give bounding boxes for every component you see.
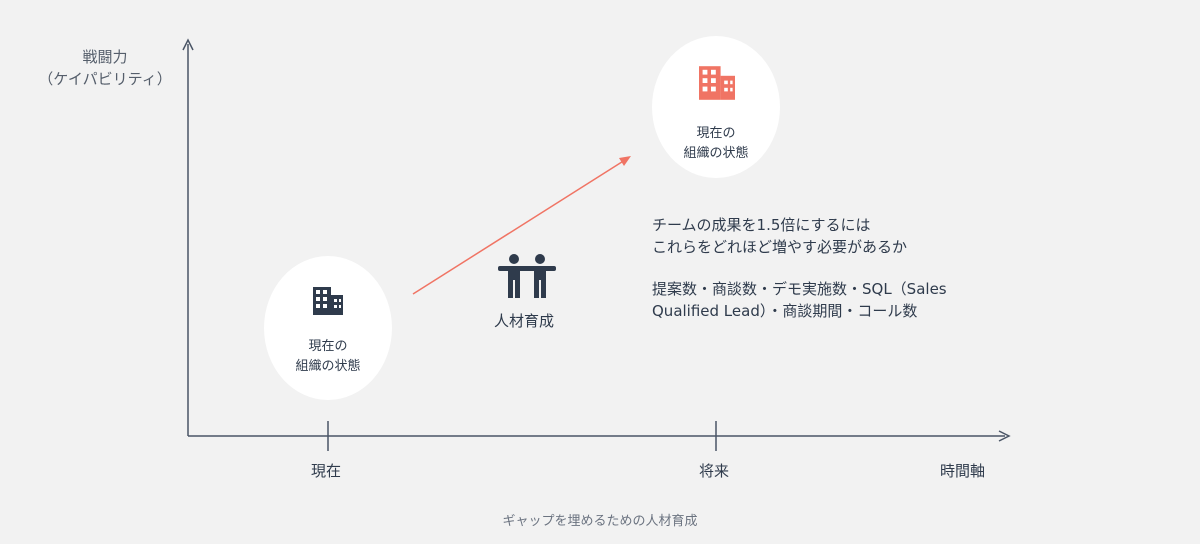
notes-line2: これらをどれほど増やす必要があるか [652, 238, 908, 256]
current-state-label: 現在の 組織の状態 [264, 337, 392, 377]
notes-line1: チームの成果を1.5倍にするには [652, 216, 871, 234]
growth-arrow [412, 159, 626, 295]
x-axis-arrowhead [998, 430, 1011, 442]
bridge-label: 人材育成 [494, 312, 555, 330]
y-axis-arrowhead [182, 38, 194, 51]
current-state-line2: 組織の状態 [295, 359, 361, 374]
future-state-line2: 組織の状態 [683, 146, 749, 161]
current-state-circle [264, 256, 392, 400]
y-axis-label-line2: （ケイパビリティ） [38, 70, 172, 88]
future-state-line1: 現在の [696, 126, 736, 141]
diagram-caption: ギャップを埋めるための人材育成 [502, 514, 698, 529]
y-axis-label: 戦闘力 （ケイパビリティ） [30, 46, 180, 90]
current-state-line1: 現在の [308, 339, 348, 354]
growth-arrowhead [619, 156, 631, 166]
future-state-circle [652, 36, 780, 178]
building-icon [313, 287, 343, 315]
building-icon-future [699, 66, 735, 100]
notes-block: チームの成果を1.5倍にするには これらをどれほど増やす必要があるか 提案数・商… [652, 214, 947, 322]
x-axis-label: 時間軸 [940, 462, 986, 480]
tick-label-future: 将来 [699, 462, 730, 480]
y-axis-label-line1: 戦闘力 [82, 48, 128, 66]
tick-label-now: 現在 [311, 462, 342, 480]
future-state-label: 現在の 組織の状態 [652, 124, 780, 164]
notes-line3: 提案数・商談数・デモ実施数・SQL（Sales [652, 280, 947, 298]
people-icon [498, 254, 556, 298]
notes-line4: Qualified Lead）・商談期間・コール数 [652, 302, 918, 320]
